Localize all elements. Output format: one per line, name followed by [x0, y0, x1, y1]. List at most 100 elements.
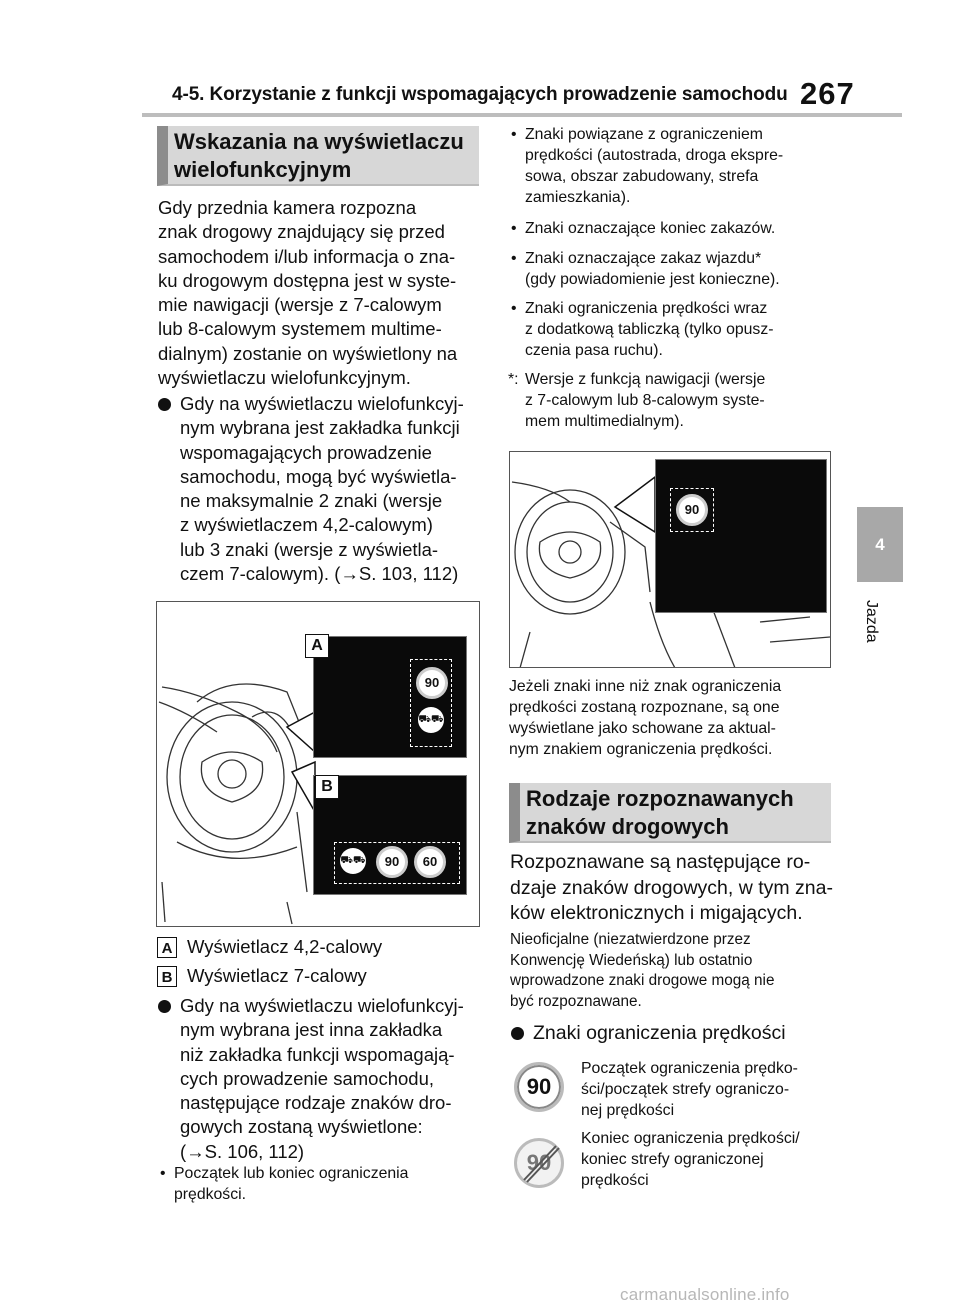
text-line: nym wybrana jest inna zakładka: [180, 1019, 443, 1041]
text-line: Znaki oznaczające koniec zakazów.: [525, 220, 776, 237]
chapter-label: Jazda: [863, 600, 880, 643]
speed-limit-end-icon: 90: [514, 1138, 564, 1188]
footnote: *: Wersje z funkcją nawigacji (wersje z …: [508, 369, 838, 432]
text-line: samochodu, mogą być wyświetla-: [180, 465, 457, 487]
running-header: 4-5. Korzystanie z funkcji wspomagającyc…: [172, 84, 788, 105]
text-line: sowa, obszar zabudowany, strefa: [525, 168, 759, 185]
bullet-icon: [158, 398, 171, 411]
legend-item-a: A Wyświetlacz 4,2-calowy: [157, 935, 382, 959]
text-line: z dodatkową tabliczką (tylko opusz-: [525, 321, 774, 338]
text-line: gowych zostaną wyświetlone:: [180, 1116, 423, 1138]
legend-key: A: [157, 936, 177, 958]
sub-bullet-mark: •: [511, 300, 517, 317]
sign-frame: [410, 659, 452, 747]
no-overtaking-icon: ⛟⛟: [340, 848, 366, 874]
text-line: z 7-calowym lub 8-calowym syste-: [525, 392, 765, 409]
site-watermark: carmanualsonline.info: [620, 1285, 790, 1304]
sub-bullet: • Znaki powiązane z ograniczeniem prędko…: [511, 124, 841, 208]
text-line: być rozpoznawane.: [510, 992, 642, 1010]
text-line: czenia pasa ruchu).: [525, 342, 663, 359]
legend-text: Wyświetlacz 7-calowy: [187, 965, 367, 986]
text-line: niż zakładka funkcji wspomagają-: [180, 1043, 455, 1065]
text-line: nym wybrana jest zakładka funkcji: [180, 417, 460, 439]
text-line: (→S. 106, 112): [180, 1140, 305, 1162]
text-line: prędkości: [581, 1172, 649, 1189]
text-line: zamieszkania).: [525, 189, 631, 206]
text-line: mem multimedialnym).: [525, 413, 684, 430]
sign-description: Początek ograniczenia prędko- ści/począt…: [581, 1058, 831, 1121]
text-line: Gdy na wyświetlaczu wielofunkcyj-: [180, 393, 464, 414]
sub-bullet-mark: •: [160, 1165, 166, 1182]
sign-frame: [670, 488, 714, 532]
text-line: wyświetlane jako schowane za aktual-: [509, 720, 776, 737]
bullet-tab-display: Gdy na wyświetlaczu wielofunkcyj- nym wy…: [158, 392, 488, 586]
text-line: Wersje z funkcją nawigacji (wersje: [525, 371, 766, 388]
intro-paragraph: Gdy przednia kamera rozpozna znak drogow…: [158, 196, 488, 390]
no-overtaking-icon: ⛟⛟: [418, 707, 444, 733]
section-title-display: Wskazania na wyświetlaczu wielofunkcyjny…: [157, 126, 479, 186]
text-line: Początek lub koniec ograniczenia: [174, 1165, 409, 1182]
dashboard-illustration: [158, 683, 316, 925]
speed-sign-icon: 60: [414, 846, 446, 878]
text-line: Jeżeli znaki inne niż znak ograniczenia: [509, 678, 782, 695]
figure-caption: Jeżeli znaki inne niż znak ograniczenia …: [509, 676, 839, 760]
text-line: mie nawigacji (wersje z 7-calowym: [158, 294, 442, 316]
strike-icon: [523, 1145, 560, 1183]
text-line: Konwencję Wiedeńską) lub ostatnio: [510, 951, 753, 969]
chapter-number: 4: [875, 534, 885, 554]
text-line: Początek ograniczenia prędko-: [581, 1060, 798, 1077]
section2-intro: Rozpoznawane są następujące ro- dzaje zn…: [510, 850, 850, 927]
text-line: Znaki ograniczenia prędkości wraz: [525, 300, 768, 317]
bullet-speed-signs: Znaki ograniczenia prędkości: [511, 1021, 841, 1045]
sign-text: 90: [526, 1074, 552, 1099]
chapter-tab[interactable]: 4: [857, 507, 903, 582]
sub-bullet: • Znaki oznaczające zakaz wjazdu* (gdy p…: [511, 248, 841, 290]
text-line: ści/początek strefy ograniczo-: [581, 1081, 790, 1098]
text-line: prędkości.: [174, 1186, 246, 1203]
text-line: ku drogowym dostępna jest w syste-: [158, 269, 457, 291]
bullet-icon: [511, 1027, 524, 1040]
section-title-line: wielofunkcyjnym: [174, 157, 352, 182]
bullet-text: Znaki ograniczenia prędkości: [533, 1022, 786, 1044]
section-title-line: Wskazania na wyświetlaczu: [174, 129, 464, 154]
text-line: wprowadzone znaki drogowe mogą nie: [510, 972, 775, 989]
sub-bullet: • Znaki oznaczające koniec zakazów.: [511, 218, 841, 239]
sub-bullet-mark: •: [511, 126, 517, 143]
sign-frame: [334, 842, 460, 884]
header-rule: [142, 113, 902, 117]
figure-display-variants: 90 ⛟⛟ A ⛟⛟ 90 60 B: [156, 601, 480, 927]
text-line: Rozpoznawane są następujące ro-: [510, 851, 811, 873]
section-title-line: znaków drogowych: [526, 814, 729, 839]
label-b: B: [315, 775, 339, 799]
bullet-icon: [158, 1000, 171, 1013]
display-a-screen: 90 ⛟⛟: [313, 636, 467, 758]
text-line: nej prędkości: [581, 1102, 675, 1119]
text-line: następujące rodzaje znaków dro-: [180, 1092, 452, 1114]
text-line: Znaki oznaczające zakaz wjazdu*: [525, 250, 762, 267]
speed-sign-icon: 90: [416, 667, 448, 699]
text-line: dialnym) zostanie on wyświetlony na: [158, 342, 458, 364]
text-line: cych prowadzenie samochodu,: [180, 1067, 435, 1089]
sub-bullet-mark: •: [511, 250, 517, 267]
section-title-sign-types: Rodzaje rozpoznawanych znaków drogowych: [509, 783, 831, 843]
legend-text: Wyświetlacz 4,2-calowy: [187, 936, 383, 957]
legend-item-b: B Wyświetlacz 7-calowy: [157, 964, 367, 988]
section2-note: Nieoficjalne (niezatwierdzone przez Konw…: [510, 930, 850, 1012]
text-line: prędkości (autostrada, droga ekspre-: [525, 147, 784, 164]
text-line: prędkości zostaną rozpoznane, są one: [509, 699, 780, 716]
text-line: koniec strefy ograniczonej: [581, 1151, 764, 1168]
text-line: wyświetlaczu wielofunkcyjnym.: [158, 367, 411, 389]
legend-key: B: [157, 965, 177, 987]
section-title-line: Rodzaje rozpoznawanych: [526, 786, 794, 811]
text-line: Gdy przednia kamera rozpozna: [158, 197, 417, 218]
sub-bullet: • Znaki ograniczenia prędkości wraz z do…: [511, 298, 841, 361]
text-line: Gdy na wyświetlaczu wielofunkcyj-: [180, 995, 464, 1016]
text-line: czem 7-calowym). (→S. 103, 112): [180, 563, 459, 585]
speed-sign-icon: 90: [376, 846, 408, 878]
text-line: nym znakiem ograniczenia prędkości.: [509, 741, 773, 758]
label-a: A: [305, 634, 329, 658]
text-line: ne maksymalnie 2 znaki (wersje: [180, 490, 443, 512]
sub-bullet: • Początek lub koniec ograniczenia prędk…: [160, 1163, 480, 1205]
display-screen: 90: [655, 459, 827, 613]
figure-hidden-signs: 90: [509, 451, 831, 668]
